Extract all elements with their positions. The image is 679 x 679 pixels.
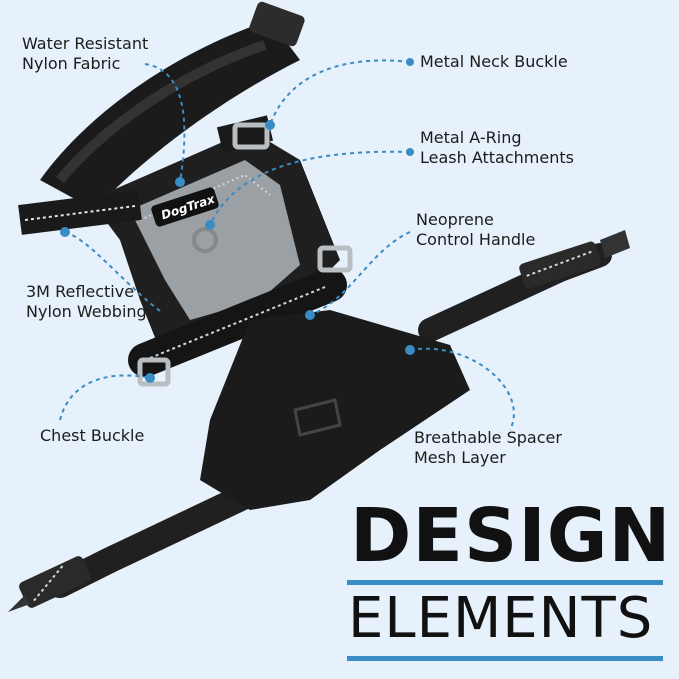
webbing-strap	[18, 115, 274, 235]
heading-design: DESIGN	[350, 493, 672, 579]
callout-lines	[59, 59, 515, 431]
heading-rule-top	[347, 580, 663, 585]
callout-dots	[60, 58, 415, 383]
label-metal-neck-buckle: Metal Neck Buckle	[420, 52, 568, 71]
label-chest-buckle: Chest Buckle	[40, 426, 145, 445]
right-strap	[418, 230, 630, 342]
mesh-pad	[200, 310, 470, 510]
buckles	[137, 122, 353, 387]
heading-elements: ELEMENTS	[348, 586, 654, 651]
neck-strap	[40, 1, 305, 210]
heading-rule-bottom	[347, 656, 663, 661]
handle	[128, 268, 347, 377]
